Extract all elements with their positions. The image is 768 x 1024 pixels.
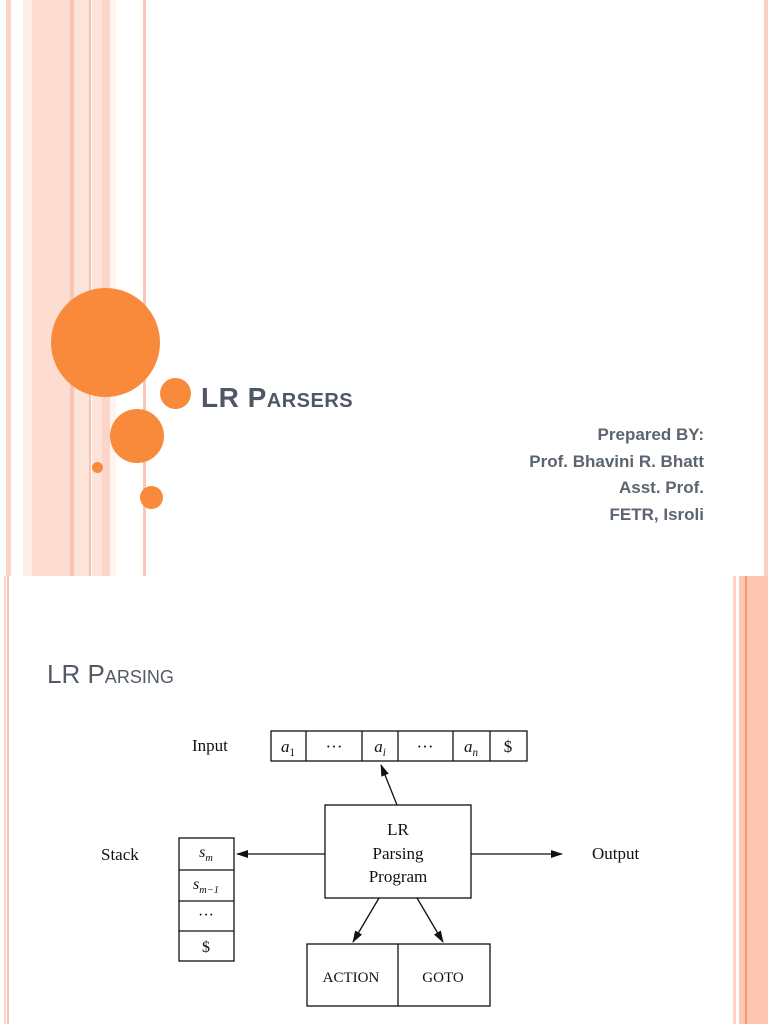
- program-line: LR: [387, 820, 409, 839]
- author-name: Prof. Bhavini R. Bhatt: [529, 451, 704, 471]
- action-arrow: [352, 897, 380, 943]
- input-label: Input: [192, 736, 228, 755]
- decorative-stripe: [6, 0, 11, 576]
- goto-arrow: [416, 897, 444, 943]
- diagram-cell-text: a1: [281, 737, 295, 759]
- stack: [178, 837, 235, 962]
- title-slide: LR Parsers Prepared BY: Prof. Bhavini R.…: [6, 0, 768, 576]
- author-designation: Asst. Prof.: [618, 478, 704, 497]
- prepared-by-label: Prepared BY:: [597, 425, 704, 444]
- decorative-stripe: [764, 0, 768, 576]
- decorative-stripe: [70, 0, 74, 576]
- decorative-stripe: [74, 0, 89, 576]
- author-block: Prepared BY: Prof. Bhavini R. Bhatt Asst…: [529, 422, 704, 528]
- diagram-cell-text: sm−1: [193, 876, 219, 896]
- decorative-stripe: [745, 576, 747, 1024]
- decorative-stripe: [733, 576, 736, 1024]
- decorative-stripe: [747, 576, 768, 1024]
- slide-title-main: LR: [47, 659, 88, 689]
- decorative-stripe: [739, 576, 746, 1024]
- input-tape: [270, 730, 528, 762]
- decorative-stripe: [143, 0, 146, 576]
- decorative-stripe: [4, 576, 6, 1024]
- slide-title-caps: Parsers: [247, 382, 354, 413]
- slide-title-caps: Parsing: [87, 659, 174, 689]
- diagram-cell-text: sm: [199, 844, 213, 864]
- lr-parser-diagram: Input a1 ··· ai ··· an $ LR Parsing Program S…: [101, 730, 640, 1007]
- decorative-circle: [110, 409, 164, 463]
- diagram-cell-text: ···: [198, 907, 214, 924]
- content-slide: LR Parsing Input a1 ··· ai ··· an $ LR Parsin…: [0, 576, 768, 1024]
- decorative-stripe: [32, 0, 70, 576]
- decorative-circle: [160, 378, 191, 409]
- decorative-stripe: [23, 0, 32, 576]
- program-line: Parsing: [373, 844, 425, 863]
- decorative-stripe: [7, 576, 9, 1024]
- decorative-stripe: [89, 0, 91, 576]
- decorative-circle-large: [51, 288, 160, 397]
- action-table-label: ACTION: [323, 970, 380, 986]
- output-label: Output: [592, 844, 640, 863]
- author-institution: FETR, Isroli: [609, 504, 704, 524]
- diagram-cell-text: $: [504, 737, 513, 756]
- slide-title: LR Parsing: [47, 659, 174, 690]
- decorative-circle-small: [92, 462, 103, 473]
- diagram-cell-text: ···: [417, 737, 434, 756]
- diagram-cell-text: $: [202, 939, 210, 956]
- parse-tables: [306, 943, 491, 1007]
- diagram-cell-text: an: [464, 737, 479, 759]
- goto-table-label: GOTO: [422, 970, 464, 986]
- diagram-cell-text: ai: [374, 737, 386, 759]
- slide-title: LR Parsers: [201, 382, 353, 414]
- slide-title-main: LR: [201, 382, 248, 413]
- diagram-cell-text: ···: [326, 737, 343, 756]
- read-pointer-arrow: [380, 764, 398, 806]
- decorative-circle: [140, 486, 163, 509]
- stack-label: Stack: [101, 845, 139, 864]
- parsing-program-box: [324, 804, 472, 899]
- program-line: Program: [369, 867, 428, 886]
